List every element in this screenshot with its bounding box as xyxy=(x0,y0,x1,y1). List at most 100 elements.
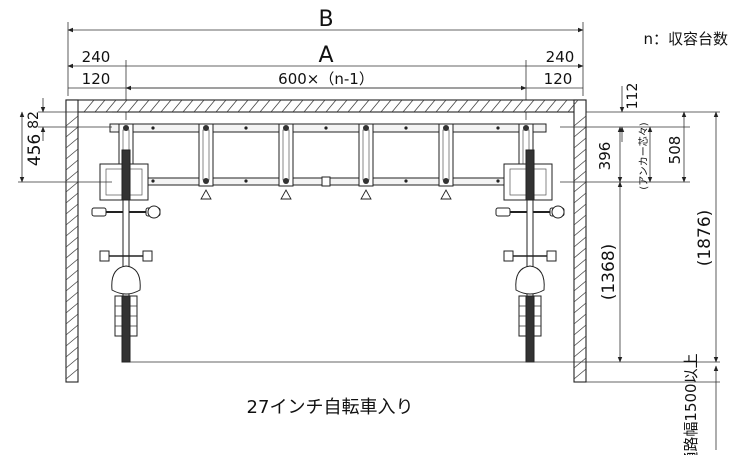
rail-dot xyxy=(496,126,500,130)
hatch-line xyxy=(573,324,587,336)
hatch-line xyxy=(573,181,587,193)
hatch-line xyxy=(380,99,392,113)
hatch-line xyxy=(292,99,304,113)
hatch-line xyxy=(303,99,315,113)
bracket-bolt xyxy=(523,125,529,131)
bike-rear-wheel xyxy=(525,295,535,363)
hatch-line xyxy=(226,99,238,113)
dimension-right-vertical: 112 396 (アンカー芯々) 508 (1368) (1876) 通路幅15… xyxy=(130,83,720,460)
hatch-line xyxy=(193,99,205,113)
hatch-line xyxy=(65,357,79,369)
legend-text: n：収容台数 xyxy=(643,30,728,48)
hatch-line xyxy=(424,99,436,113)
hatch-line xyxy=(573,258,587,270)
bike-grip xyxy=(495,207,511,217)
rail-dot xyxy=(404,126,408,130)
hatch-line xyxy=(65,280,79,292)
bike-bell xyxy=(147,205,161,219)
hatch-line xyxy=(325,99,337,113)
dim-1368: (1368) xyxy=(599,244,619,301)
rail-dot xyxy=(244,179,248,183)
anchor-triangle xyxy=(200,189,212,200)
hatch-line xyxy=(573,203,587,215)
hatch-line xyxy=(138,99,150,113)
dim-82: 82 xyxy=(26,111,42,129)
hatch-line xyxy=(116,99,128,113)
rack-rails xyxy=(109,123,547,200)
hatch-line xyxy=(336,99,348,113)
hatch-line xyxy=(446,99,458,113)
bracket-bolt xyxy=(203,125,209,131)
hatch-line xyxy=(149,99,161,113)
hatch-line xyxy=(65,258,79,270)
dim-B-label: B xyxy=(318,7,333,32)
hatch-line xyxy=(479,99,491,113)
hatch-line xyxy=(567,99,579,113)
hatch-line xyxy=(573,313,587,325)
bike-bell xyxy=(551,205,565,219)
hatch-line xyxy=(369,99,381,113)
hatch-line xyxy=(65,214,79,226)
rail-dot xyxy=(151,126,155,130)
hatch-line xyxy=(105,99,117,113)
hatch-line xyxy=(65,236,79,248)
hatch-line xyxy=(259,99,271,113)
enclosure-walls xyxy=(65,99,587,383)
anchor-triangle xyxy=(360,189,372,200)
hatch-line xyxy=(573,225,587,237)
bike-saddle xyxy=(111,265,141,295)
hatch-line xyxy=(573,159,587,171)
hatch-line xyxy=(127,99,139,113)
rail-dot xyxy=(324,126,328,130)
hatch-line xyxy=(573,346,587,358)
bike-saddle xyxy=(515,265,545,295)
hatch-line xyxy=(490,99,502,113)
bike-front-wheel xyxy=(525,149,535,201)
hatch-line xyxy=(270,99,282,113)
rack-bracket xyxy=(278,123,294,187)
hatch-line xyxy=(65,159,79,171)
rail-dot xyxy=(404,179,408,183)
dim-A-label: A xyxy=(318,43,333,68)
dimension-B: B xyxy=(67,7,584,96)
hatch-line xyxy=(573,335,587,347)
bracket-inner xyxy=(362,129,370,181)
dim-508: 508 xyxy=(666,136,684,165)
hatch-line xyxy=(65,302,79,314)
hatch-line xyxy=(248,99,260,113)
hatch-line xyxy=(171,99,183,113)
dim-112: 112 xyxy=(625,83,641,110)
rack-bracket xyxy=(438,123,454,187)
caption: 27インチ自転車入り xyxy=(247,397,414,418)
dim-456: 456 xyxy=(25,134,45,166)
dim-anchor-center: (アンカー芯々) xyxy=(637,122,650,190)
bracket-bolt xyxy=(203,178,209,184)
hatch-line xyxy=(545,99,557,113)
hatch-line xyxy=(402,99,414,113)
hatch-line xyxy=(573,368,587,380)
dim-right-120: 120 xyxy=(544,70,573,88)
bracket-inner xyxy=(282,129,290,181)
hatch-line xyxy=(556,99,568,113)
aisle-width-label: 通路幅1500以上 xyxy=(682,353,700,455)
bike-rear-wheel xyxy=(121,295,131,363)
hatch-line xyxy=(573,236,587,248)
dim-spacing-label: 600×（n-1） xyxy=(278,70,374,88)
hatch-line xyxy=(65,148,79,160)
bracket-inner xyxy=(202,129,210,181)
bracket-bolt xyxy=(283,125,289,131)
anchor-triangle xyxy=(440,189,452,200)
hatch-line xyxy=(512,99,524,113)
dimension-A: A 240 240 xyxy=(67,43,584,69)
hatch-line xyxy=(182,99,194,113)
bike-pedal xyxy=(142,250,153,262)
hatch-line xyxy=(573,115,587,127)
bracket-bolt xyxy=(363,178,369,184)
hatch-line xyxy=(65,291,79,303)
dim-left-240: 240 xyxy=(82,48,111,66)
hatch-line xyxy=(83,99,95,113)
hatch-line xyxy=(347,99,359,113)
dim-396: 396 xyxy=(596,142,614,171)
